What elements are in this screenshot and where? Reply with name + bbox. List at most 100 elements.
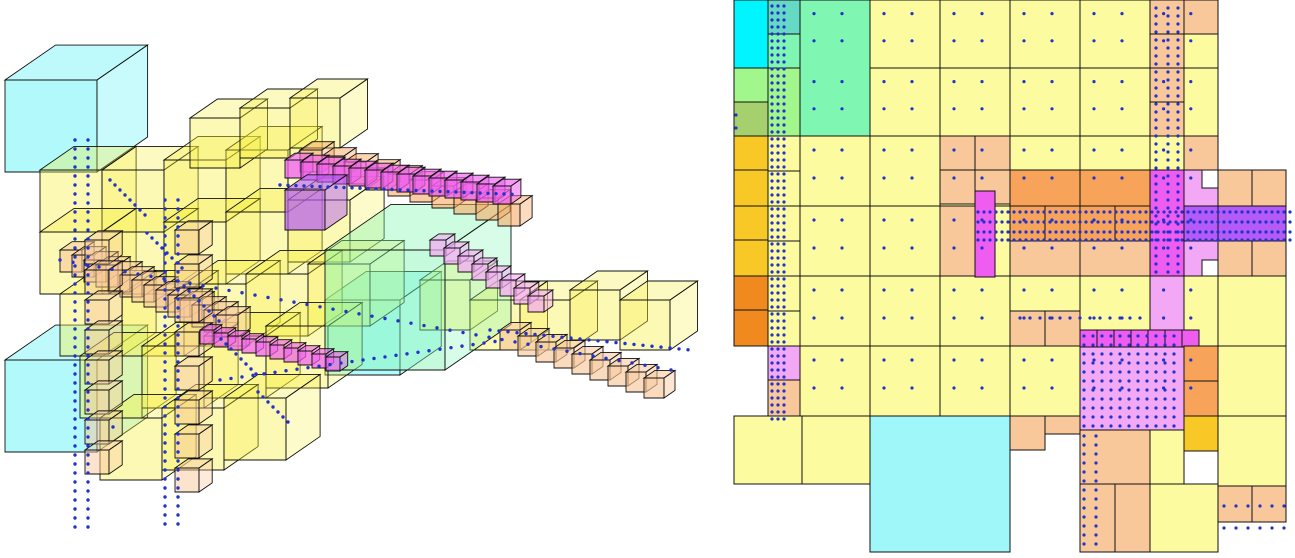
sample-point (1163, 370, 1167, 374)
sample-point (782, 130, 786, 134)
sample-point (1132, 220, 1136, 224)
octree-cube (188, 98, 269, 169)
octree-cell (1009, 415, 1046, 451)
sample-point (1082, 443, 1086, 447)
sample-point (770, 235, 774, 239)
sample-point (1189, 218, 1193, 222)
sample-point (812, 246, 816, 250)
sample-point (782, 137, 786, 141)
octree-cell (1009, 67, 1081, 137)
sample-point (86, 309, 90, 313)
sample-point (840, 358, 844, 362)
cube-front-face (497, 203, 521, 227)
sample-point (326, 185, 330, 189)
sample-point (163, 369, 167, 373)
sample-point (1166, 102, 1170, 106)
sample-point (1154, 406, 1158, 410)
octree-cell (939, 345, 1011, 417)
sample-point (776, 186, 780, 190)
sample-point (163, 306, 167, 310)
sample-point (782, 46, 786, 50)
sample-point (1180, 230, 1184, 234)
sample-point (1246, 210, 1250, 214)
sample-point (1150, 210, 1154, 214)
sample-point (1246, 220, 1250, 224)
cube-front-face (444, 179, 464, 199)
octree-cell (1251, 485, 1287, 523)
sample-point (1270, 210, 1274, 214)
sample-point (1090, 220, 1094, 224)
sample-point (331, 307, 335, 311)
sample-point (770, 249, 774, 253)
sample-point (1118, 370, 1122, 374)
sample-point (1094, 515, 1098, 519)
sample-point (1166, 86, 1170, 90)
sample-point (214, 286, 218, 290)
sample-point (1166, 126, 1170, 130)
sample-point (1176, 174, 1180, 178)
sample-point (952, 316, 956, 320)
sample-point (73, 246, 77, 250)
sample-point (1108, 316, 1112, 320)
sample-point (1000, 238, 1004, 242)
sample-point (776, 368, 780, 372)
sample-point (1094, 497, 1098, 501)
empty-cell (1201, 169, 1219, 189)
sample-point (86, 525, 90, 529)
sample-point (394, 353, 398, 358)
sample-point (1154, 388, 1158, 392)
sample-point (73, 363, 77, 367)
sample-point (1172, 361, 1176, 365)
sample-point (1109, 361, 1113, 365)
sample-point (1154, 182, 1158, 186)
sample-point (994, 230, 998, 234)
sample-point (1154, 134, 1158, 138)
sample-point (1210, 210, 1214, 214)
sample-point (782, 361, 786, 365)
sample-point (776, 25, 780, 29)
sample-point (770, 18, 774, 22)
octree-cell (1079, 67, 1151, 137)
sample-point (776, 403, 780, 407)
octree-cell-cyan (869, 415, 1011, 553)
sample-point (1154, 142, 1158, 146)
sample-point (776, 53, 780, 57)
sample-point (133, 203, 137, 207)
sample-point (1176, 206, 1180, 210)
sample-point (176, 324, 180, 328)
sample-point (86, 255, 90, 259)
sample-point (266, 400, 270, 404)
sample-point (1136, 370, 1140, 374)
sample-point (952, 12, 956, 16)
sample-point (1082, 406, 1086, 410)
sample-point (163, 198, 167, 202)
sample-point (776, 123, 780, 127)
sample-point (1100, 334, 1104, 338)
sample-point (1127, 397, 1131, 401)
sample-point (1084, 230, 1088, 234)
sample-point (281, 415, 285, 419)
sample-point (1060, 210, 1064, 214)
sample-point (163, 423, 167, 427)
sample-point (1109, 370, 1113, 374)
sample-point (1222, 526, 1226, 530)
cube-side-face (198, 458, 213, 493)
sample-point (770, 417, 774, 421)
sample-point (97, 265, 101, 269)
sample-point (1072, 230, 1076, 234)
sample-point (1100, 388, 1104, 392)
sample-point (1166, 182, 1170, 186)
sample-point (1094, 542, 1098, 546)
sample-point (176, 504, 180, 508)
sample-point (770, 291, 774, 295)
sample-point (776, 158, 780, 162)
sample-point (776, 221, 780, 225)
sample-point (1154, 70, 1158, 74)
sample-point (73, 228, 77, 232)
octree-cube-magenta (491, 178, 523, 205)
sample-point (782, 53, 786, 57)
sample-point (776, 144, 780, 148)
sample-point (1132, 210, 1136, 214)
sample-point (1154, 110, 1158, 114)
cube-side-face (108, 410, 123, 445)
